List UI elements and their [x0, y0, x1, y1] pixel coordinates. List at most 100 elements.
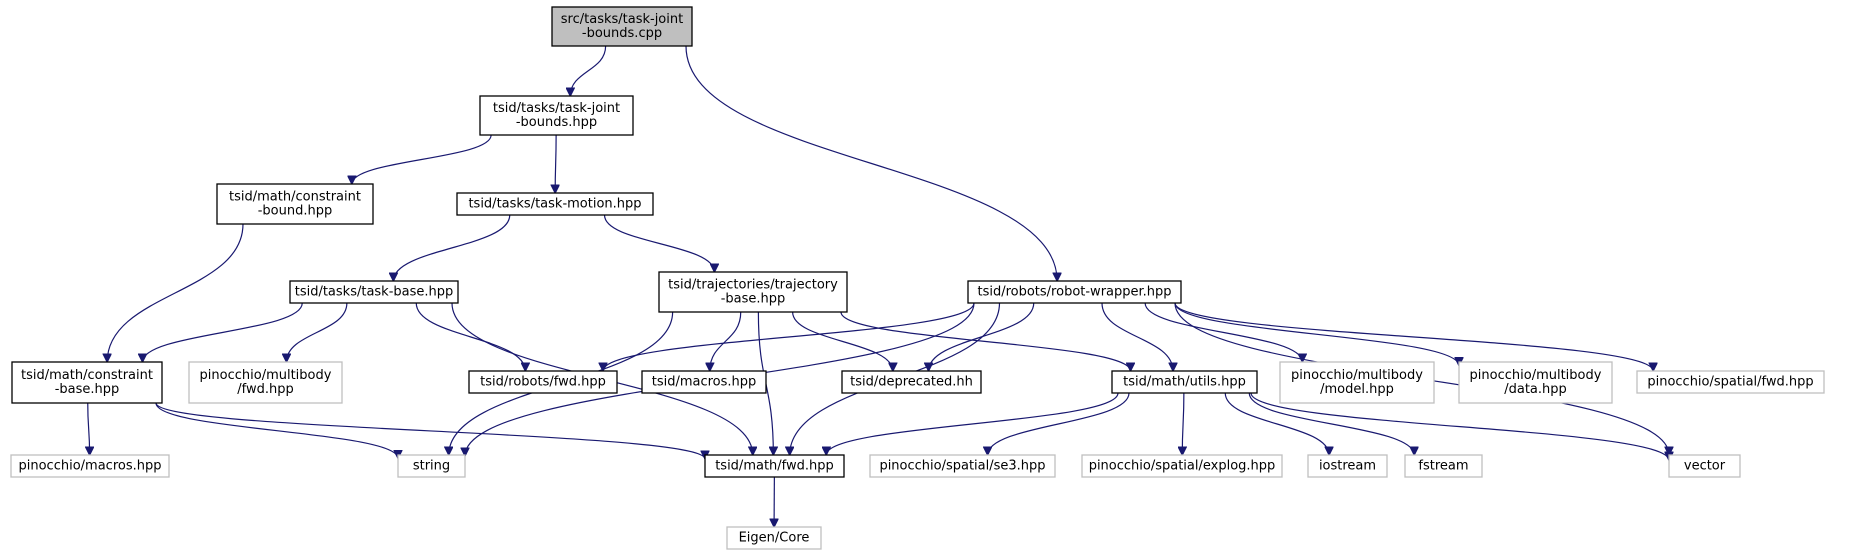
node-label: /model.hpp	[1320, 382, 1394, 397]
edge-tmotion-to-trajbase	[603, 214, 715, 272]
node-pspfwd: pinocchio/spatial/fwd.hpp	[1636, 370, 1825, 394]
node-label: string	[413, 459, 450, 474]
node-box	[704, 454, 845, 478]
node-box	[726, 526, 822, 550]
edge-utils-to-mathfwd	[826, 392, 1119, 455]
edge-utils-to-iostream	[1224, 392, 1329, 455]
edge-root-to-robotwrap	[685, 45, 1057, 281]
node-label: tsid/math/fwd.hpp	[715, 459, 834, 474]
node-label: pinocchio/multibody	[1470, 368, 1602, 383]
node-box	[1111, 370, 1258, 394]
node-tbase[interactable]: tsid/tasks/task-base.hpp	[289, 280, 459, 304]
node-label: pinocchio/macros.hpp	[19, 459, 162, 474]
edge-trajbase-to-deprecated	[792, 311, 893, 371]
node-pmbfwd: pinocchio/multibody/fwd.hpp	[188, 361, 343, 404]
edge-tjb_hpp-to-tmotion	[555, 134, 556, 193]
edge-robotwrap-to-deprecated	[929, 302, 1035, 371]
node-label: tsid/tasks/task-motion.hpp	[468, 197, 641, 212]
edge-trajbase-to-macros	[710, 311, 742, 371]
node-box	[479, 95, 634, 136]
node-string: string	[397, 454, 466, 478]
node-robotsfwd[interactable]: tsid/robots/fwd.hpp	[468, 370, 618, 394]
node-label: -bound.hpp	[258, 204, 333, 219]
node-box	[1636, 370, 1825, 394]
node-box	[10, 454, 170, 478]
node-label: src/tasks/task-joint	[561, 12, 683, 27]
node-label: tsid/macros.hpp	[652, 375, 757, 390]
node-label: pinocchio/multibody	[1291, 368, 1423, 383]
node-label: -bounds.cpp	[582, 26, 662, 41]
node-label: /data.hpp	[1504, 382, 1567, 397]
node-box	[456, 192, 654, 216]
node-label: pinocchio/spatial/explog.hpp	[1089, 459, 1276, 474]
node-label: tsid/robots/fwd.hpp	[480, 375, 606, 390]
edge-tbase-to-pmbfwd	[286, 302, 348, 362]
edge-robotwrap-to-pspfwd	[1174, 302, 1653, 371]
node-box	[869, 454, 1056, 478]
node-box	[967, 280, 1182, 304]
node-label: vector	[1684, 459, 1726, 474]
node-label: tsid/tasks/task-joint	[493, 101, 620, 116]
edge-utils-to-pexplog	[1182, 392, 1184, 455]
node-box	[1307, 454, 1388, 478]
node-label: Eigen/Core	[739, 531, 810, 546]
node-label: tsid/tasks/task-base.hpp	[295, 285, 454, 300]
edge-cbase-to-pmacros	[88, 402, 90, 455]
edge-tbase-to-robotsfwd	[415, 302, 525, 371]
node-label: tsid/trajectories/trajectory	[668, 278, 838, 293]
edge-tbase-to-cbase	[143, 302, 303, 362]
node-box	[11, 361, 163, 404]
node-pmacros: pinocchio/macros.hpp	[10, 454, 170, 478]
node-label: -base.hpp	[721, 292, 786, 307]
edge-robotwrap-to-robotsfwd	[603, 302, 975, 371]
node-box	[551, 6, 693, 47]
node-label: /fwd.hpp	[237, 382, 294, 397]
edge-robotwrap-to-pmbdata	[1174, 302, 1459, 366]
node-tjb_hpp[interactable]: tsid/tasks/task-joint-bounds.hpp	[479, 95, 634, 136]
node-box	[1081, 454, 1283, 478]
node-cbase[interactable]: tsid/math/constraint-base.hpp	[11, 361, 163, 404]
node-box	[468, 370, 618, 394]
edge-utils-to-vector	[1250, 392, 1669, 460]
node-vector: vector	[1668, 454, 1741, 478]
node-box	[658, 271, 848, 313]
node-label: tsid/math/constraint	[229, 190, 361, 205]
edge-root-to-tjb_hpp	[570, 45, 607, 96]
node-mathfwd[interactable]: tsid/math/fwd.hpp	[704, 454, 845, 478]
edge-tjb_hpp-to-cbound	[352, 134, 492, 184]
node-robotwrap[interactable]: tsid/robots/robot-wrapper.hpp	[967, 280, 1182, 304]
node-box	[641, 370, 767, 394]
node-label: tsid/math/utils.hpp	[1123, 375, 1246, 390]
node-box	[289, 280, 459, 304]
node-macros[interactable]: tsid/macros.hpp	[641, 370, 767, 394]
node-box	[841, 370, 982, 394]
node-box	[1668, 454, 1741, 478]
node-box	[1279, 361, 1435, 404]
node-utils[interactable]: tsid/math/utils.hpp	[1111, 370, 1258, 394]
node-box	[1404, 454, 1483, 478]
edge-utils-to-pse3	[988, 392, 1130, 455]
node-label: -bounds.hpp	[516, 115, 597, 130]
node-label: tsid/math/constraint	[21, 368, 153, 383]
nodes-layer: src/tasks/task-joint-bounds.cpp tsid/task…	[10, 6, 1825, 550]
node-pse3: pinocchio/spatial/se3.hpp	[869, 454, 1056, 478]
node-deprecated[interactable]: tsid/deprecated.hh	[841, 370, 982, 394]
node-box	[216, 183, 374, 225]
node-label: fstream	[1418, 459, 1468, 474]
edge-robotwrap-to-utils	[1101, 302, 1173, 371]
node-label: -base.hpp	[55, 382, 120, 397]
node-box	[397, 454, 466, 478]
node-label: tsid/robots/robot-wrapper.hpp	[977, 285, 1171, 300]
node-box	[188, 361, 343, 404]
edge-cbase-to-string	[155, 402, 398, 458]
edge-tmotion-to-tbase	[393, 214, 511, 281]
node-label: iostream	[1319, 459, 1376, 474]
node-cbound[interactable]: tsid/math/constraint-bound.hpp	[216, 183, 374, 225]
node-iostream: iostream	[1307, 454, 1388, 478]
node-root[interactable]: src/tasks/task-joint-bounds.cpp	[551, 6, 693, 47]
edge-utils-to-fstream	[1248, 392, 1414, 455]
node-tmotion[interactable]: tsid/tasks/task-motion.hpp	[456, 192, 654, 216]
node-box	[1458, 361, 1613, 404]
node-trajbase[interactable]: tsid/trajectories/trajectory-base.hpp	[658, 271, 848, 313]
